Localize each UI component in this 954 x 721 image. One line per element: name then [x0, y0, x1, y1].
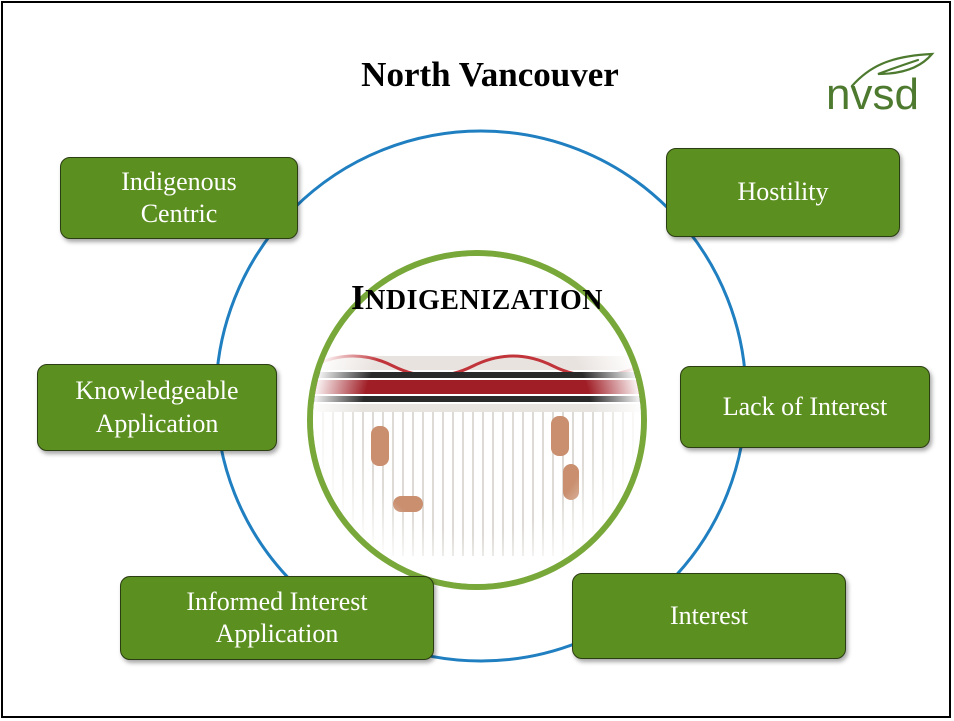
stage-line-1: Informed Interest	[186, 586, 368, 616]
stage-line-1: Indigenous	[121, 166, 237, 196]
indigenization-first-letter: I	[351, 278, 366, 317]
indigenization-label: INDIGENIZATION	[307, 278, 647, 318]
stage-informed-interest-application: Informed Interest Application	[120, 576, 434, 660]
nvsd-logo: nvsd	[826, 48, 938, 128]
indigenization-rest: NDIGENIZATION	[365, 285, 603, 316]
stage-knowledgeable-application: Knowledgeable Application	[37, 364, 277, 451]
leaf-icon	[850, 52, 935, 88]
stage-line-2: Application	[215, 619, 339, 648]
stage-line-1: Interest	[670, 600, 748, 630]
stage-indigenous-centric: Indigenous Centric	[60, 157, 298, 239]
stage-line-2: Centric	[140, 199, 218, 228]
stage-line-2: Application	[95, 408, 219, 438]
slide-title: North Vancouver	[361, 55, 619, 94]
weaving-image	[313, 256, 641, 584]
stage-interest: Interest	[572, 573, 846, 659]
logo-text: nvsd	[826, 70, 919, 119]
stage-hostility: Hostility	[666, 148, 900, 237]
stage-line-1: Knowledgeable	[75, 376, 239, 405]
stage-line-1: Hostility	[737, 177, 829, 207]
indigenization-circle	[307, 250, 647, 590]
stage-lack-of-interest: Lack of Interest	[680, 366, 930, 448]
stage-line-1: Lack of Interest	[722, 391, 888, 421]
